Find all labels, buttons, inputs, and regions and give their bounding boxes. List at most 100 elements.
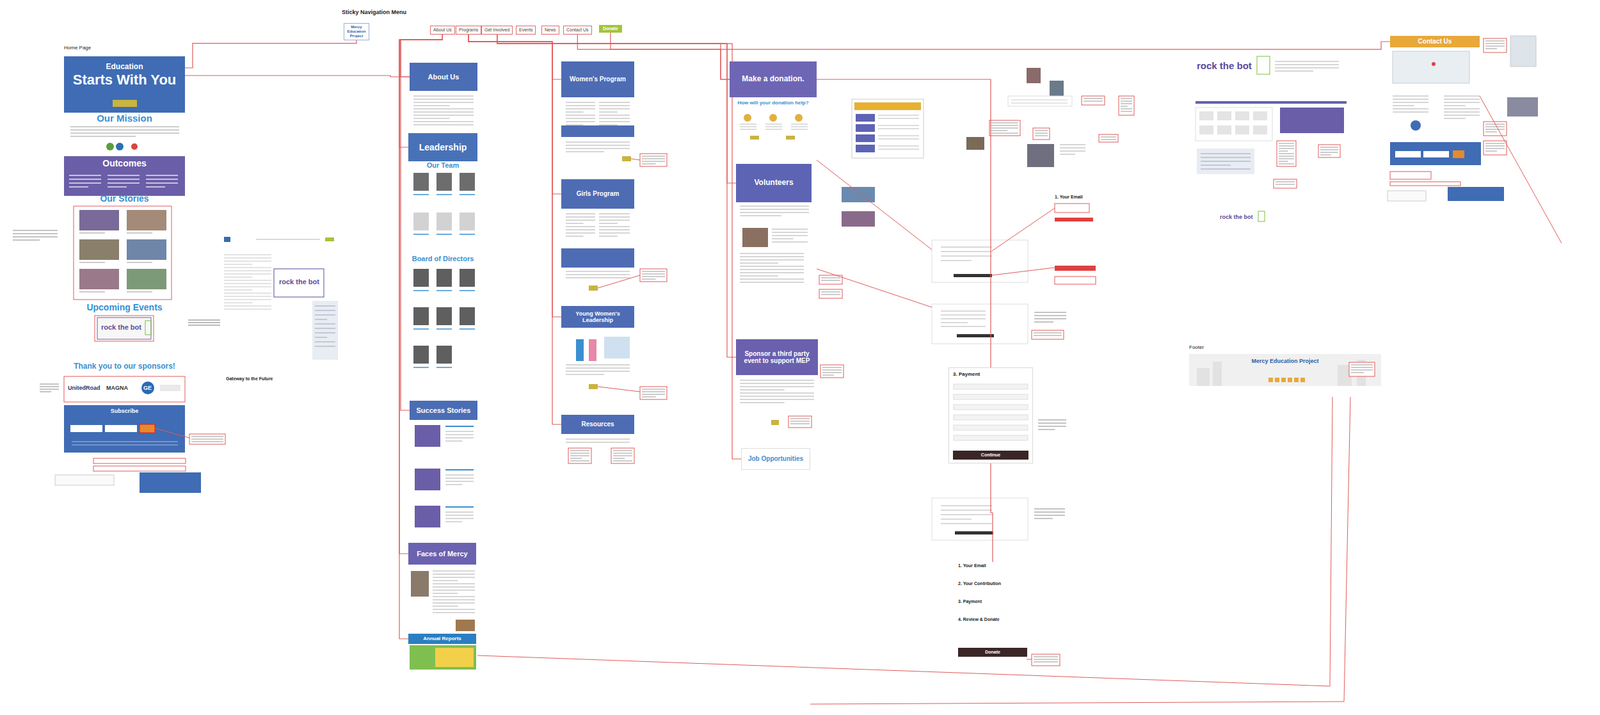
text-placeholder <box>1038 429 1055 431</box>
page-band: Annual Reports <box>408 633 477 644</box>
text-placeholder <box>1485 48 1497 50</box>
text-placeholder <box>314 337 328 338</box>
sponsor-logo <box>1235 111 1250 121</box>
text-placeholder <box>1100 139 1117 141</box>
text-placeholder <box>940 504 992 507</box>
text-placeholder <box>771 231 808 233</box>
callout-box <box>1390 181 1461 186</box>
section-band <box>561 248 635 268</box>
button <box>771 419 779 425</box>
social-icon <box>1300 377 1305 383</box>
hero-banner: EducationStarts With You <box>64 56 185 95</box>
callout-box <box>819 289 843 299</box>
callout-box <box>1349 362 1375 377</box>
text-placeholder <box>1351 369 1373 371</box>
text-placeholder <box>1120 101 1133 102</box>
text-placeholder <box>1485 46 1505 47</box>
logo-grid <box>1195 107 1273 141</box>
text-placeholder <box>565 120 596 123</box>
input-field <box>104 424 137 432</box>
text-placeholder <box>191 439 224 440</box>
text-placeholder <box>739 252 804 255</box>
text-placeholder <box>314 314 336 316</box>
text-placeholder <box>565 101 596 104</box>
logo-mark <box>106 142 114 151</box>
text-placeholder <box>565 273 630 276</box>
input-field <box>953 394 1028 400</box>
annotation-label: Gateway to the Future <box>225 376 274 382</box>
text-placeholder <box>641 396 656 398</box>
text-placeholder <box>641 391 665 393</box>
text-placeholder <box>459 193 475 196</box>
text-placeholder <box>1274 60 1339 63</box>
text-placeholder <box>1059 144 1086 146</box>
connector <box>497 34 736 184</box>
text-placeholder <box>1034 312 1067 313</box>
text-placeholder <box>445 433 474 436</box>
text-placeholder <box>570 450 590 452</box>
text-placeholder <box>641 273 665 275</box>
node-text: About Us <box>433 27 452 33</box>
text-placeholder <box>413 95 474 97</box>
icon <box>794 113 803 122</box>
text-placeholder <box>1278 143 1295 144</box>
board-photo <box>459 307 475 326</box>
text-placeholder <box>413 124 474 126</box>
input-field <box>953 414 1028 420</box>
social-icon <box>1294 377 1299 383</box>
hero-band <box>64 94 185 113</box>
text-placeholder <box>1392 98 1429 100</box>
text-placeholder <box>1485 126 1505 128</box>
flyer-block <box>855 144 875 153</box>
story-photo <box>410 570 429 597</box>
text-placeholder <box>1485 129 1505 130</box>
robot-icon <box>1256 56 1270 75</box>
text-placeholder <box>940 321 968 324</box>
node-text: Subscribe <box>66 407 183 415</box>
text-placeholder <box>940 509 992 511</box>
callout-box <box>568 448 592 464</box>
text-placeholder <box>107 178 140 180</box>
text-placeholder <box>445 517 474 520</box>
text-placeholder <box>436 233 452 235</box>
board-photo <box>459 268 475 287</box>
submit-button <box>139 424 155 433</box>
node-text: News <box>544 27 557 33</box>
text-placeholder <box>12 236 58 238</box>
text-placeholder <box>432 605 459 607</box>
node-text: Our Mission <box>64 112 185 124</box>
footer-bar: Mercy Education Project <box>1189 353 1382 386</box>
text-placeholder <box>641 276 665 278</box>
text-placeholder <box>145 186 166 188</box>
text-placeholder <box>69 182 102 184</box>
photo <box>1280 107 1344 134</box>
text-placeholder <box>613 460 633 462</box>
text-placeholder <box>224 295 272 297</box>
node-text: Donate <box>602 26 619 32</box>
text-placeholder <box>432 599 475 601</box>
text-placeholder <box>791 129 808 130</box>
section-heading: How will your donation help? <box>729 99 817 106</box>
node-text: Upcoming Events <box>64 302 185 313</box>
stories-frame <box>73 206 172 300</box>
text-placeholder <box>107 182 140 184</box>
node-text: Starts With You <box>66 71 183 88</box>
text-placeholder <box>224 289 253 290</box>
text-placeholder <box>565 373 605 376</box>
panel <box>1196 148 1255 175</box>
node-text: How will your donation help? <box>729 99 817 106</box>
text-placeholder <box>878 145 920 147</box>
text-placeholder <box>739 129 757 130</box>
text-placeholder <box>739 392 815 394</box>
callout-box <box>1118 96 1135 116</box>
text-placeholder <box>70 135 136 137</box>
text-placeholder <box>613 450 633 452</box>
text-placeholder <box>459 233 475 235</box>
sponsor-logo <box>1217 111 1232 121</box>
text-placeholder <box>1200 161 1251 162</box>
callout-box <box>1098 134 1119 143</box>
text-placeholder <box>641 389 665 390</box>
text-placeholder <box>1011 99 1068 101</box>
page-band: Success Stories <box>409 400 478 420</box>
text-placeholder <box>765 124 783 125</box>
